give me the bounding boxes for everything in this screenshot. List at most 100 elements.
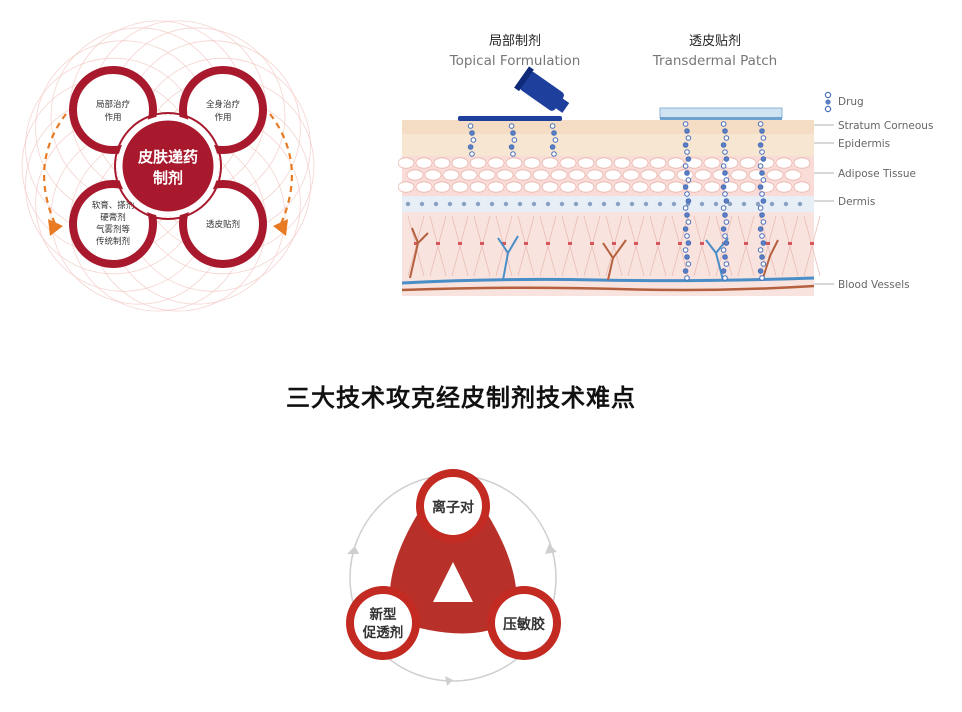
- drug-particle: [720, 142, 727, 148]
- dermis-cell: [489, 201, 495, 207]
- tissue-fiber: [561, 215, 579, 277]
- drug-particle: [720, 163, 727, 169]
- tissue-marker: [766, 242, 770, 245]
- tissue-fiber: [693, 215, 711, 277]
- petal-local-line2: 作用: [104, 112, 121, 123]
- petal-traditional-line3: 气雾剂等: [96, 224, 131, 235]
- adipose-cell: [568, 169, 586, 181]
- label-adipose-tissue: Adipose Tissue: [838, 168, 916, 180]
- stratum-corneous-layer: [402, 120, 814, 134]
- dermis-cell: [447, 201, 453, 207]
- drug-particle: [723, 261, 730, 267]
- drug-particle: [759, 254, 765, 260]
- adipose-cell: [451, 181, 469, 193]
- drug-particle: [469, 151, 475, 157]
- tissue-marker: [634, 242, 638, 245]
- adipose-cell: [433, 157, 451, 169]
- skin-delivery-diagram: 局部治疗 作用 全身治疗 作用 软膏、搽剂 硬膏剂 气雾剂等 传统制剂 透皮贴剂…: [21, 20, 315, 312]
- epidermis-layer: [402, 134, 814, 156]
- adipose-cell: [469, 181, 487, 193]
- drug-particle: [760, 240, 767, 246]
- blood-vessel-red: [401, 284, 815, 292]
- tissue-marker: [546, 242, 550, 245]
- drug-particle: [723, 156, 730, 162]
- page-headline: 三大技术攻克经皮制剂技术难点: [286, 384, 636, 412]
- drug-particle: [549, 123, 556, 129]
- dermis-cell: [671, 201, 677, 207]
- adipose-cell: [730, 169, 748, 181]
- adipose-cell: [766, 169, 784, 181]
- drug-particle: [685, 177, 692, 183]
- dermis-cell: [727, 201, 733, 207]
- right-arrow-arc: [269, 113, 293, 227]
- drug-particle: [684, 212, 690, 218]
- petal-traditional-line2: 硬膏剂: [100, 212, 126, 223]
- adipose-cell: [398, 181, 415, 193]
- drug-particle: [722, 233, 728, 239]
- tissue-fiber: [451, 215, 469, 277]
- drug-particle: [684, 149, 690, 155]
- adipose-cell: [793, 181, 811, 193]
- adipose-cell: [487, 157, 505, 169]
- drug-particle: [684, 254, 690, 260]
- drug-particle: [684, 275, 690, 281]
- drug-particle: [757, 163, 764, 169]
- adipose-cells: [398, 157, 811, 193]
- dermis-cell: [587, 201, 593, 207]
- tissue-marker: [480, 242, 484, 245]
- tissue-fiber: [803, 215, 821, 277]
- drug-legend-dot-3: [824, 105, 832, 113]
- drug-particle: [684, 170, 690, 176]
- adipose-cell: [793, 157, 811, 169]
- dermis-cell: [545, 201, 551, 207]
- adipose-cell: [595, 157, 613, 169]
- drug-particle: [511, 137, 518, 143]
- drug-particle: [720, 184, 727, 190]
- tissue-marker: [458, 242, 462, 245]
- tissue-marker: [810, 242, 814, 245]
- left-arrowhead: [48, 219, 63, 236]
- drug-particle: [760, 198, 767, 204]
- adipose-cell: [460, 169, 478, 181]
- node-penetration-enhancer: 新型 促透剂: [346, 586, 420, 660]
- tissue-marker: [656, 242, 660, 245]
- dermis-cell: [755, 201, 761, 207]
- adipose-cell: [442, 169, 460, 181]
- drug-particle: [723, 135, 730, 141]
- left-arrow-arc: [43, 113, 67, 227]
- petal-local-line1: 局部治疗: [96, 99, 131, 110]
- drug-particle: [685, 198, 692, 204]
- adipose-cell: [505, 181, 523, 193]
- center-line1: 皮肤递药: [138, 148, 198, 166]
- tissue-fiber: [781, 215, 799, 277]
- drug-particle: [685, 240, 692, 246]
- triangular-band: [389, 498, 517, 634]
- tissue-fibers: [407, 215, 821, 277]
- tissue-marker: [612, 242, 616, 245]
- drug-particle: [722, 149, 728, 155]
- node-enhancer-line2: 促透剂: [362, 624, 404, 641]
- drug-particle: [682, 121, 689, 127]
- drug-particle: [760, 219, 767, 225]
- tissue-marker: [502, 242, 506, 245]
- drug-particles: [467, 121, 767, 281]
- adipose-cell: [631, 157, 649, 169]
- adipose-cell: [415, 157, 433, 169]
- drug-particle: [760, 156, 767, 162]
- dermis-cell: [713, 201, 719, 207]
- adipose-cell: [505, 157, 523, 169]
- drug-legend-label: Drug: [838, 96, 864, 108]
- dermis-cell: [629, 201, 635, 207]
- tissue-marker: [590, 242, 594, 245]
- adipose-cell: [406, 169, 424, 181]
- drug-legend-dot-2: [825, 99, 831, 105]
- tissue-marker: [436, 242, 440, 245]
- label-blood-vessels: Blood Vessels: [838, 279, 910, 291]
- drug-particle: [723, 219, 730, 225]
- topical-tube: [514, 66, 570, 113]
- dermis-cell: [475, 201, 481, 207]
- dermis-cell: [433, 201, 439, 207]
- transdermal-patch: [659, 107, 783, 119]
- adipose-cell: [775, 181, 793, 193]
- dermis-cell: [741, 201, 747, 207]
